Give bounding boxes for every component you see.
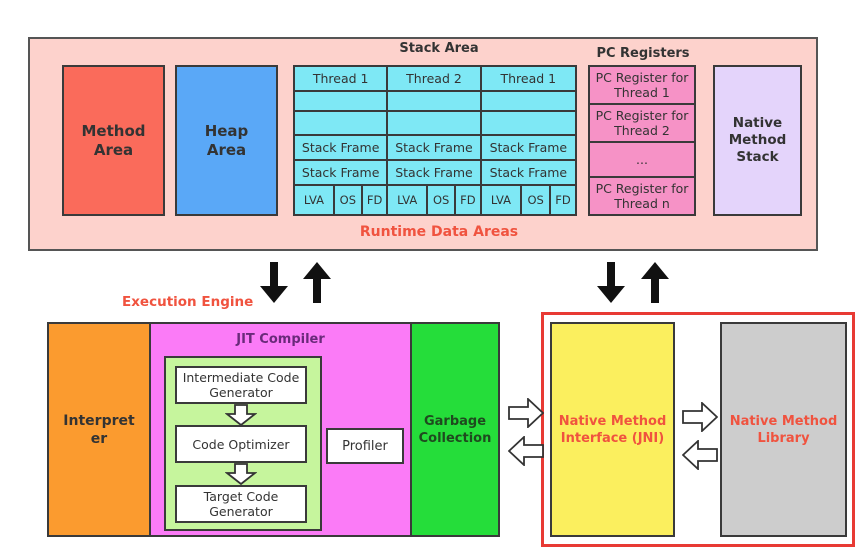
empty-frame-slot (388, 92, 482, 112)
frame-parts: LVA OS FD (295, 186, 389, 214)
intermediate-code-generator: Intermediate Code Generator (175, 366, 307, 404)
stack-frame: Stack Frame (388, 136, 482, 161)
stack-area-title: Stack Area (399, 41, 479, 56)
code-optimizer: Code Optimizer (175, 425, 307, 463)
profiler: Profiler (326, 428, 404, 464)
stack-frame: Stack Frame (295, 136, 389, 161)
arrow-down-icon (260, 262, 288, 303)
hollow-arrow-down-icon (225, 404, 257, 426)
runtime-data-areas-label: Runtime Data Areas (359, 224, 519, 240)
stack-area-grid: Thread 1 Thread 2 Thread 1 Stack Frame S… (293, 65, 577, 216)
frame-part-os: OS (335, 186, 363, 214)
profiler-label: Profiler (342, 438, 388, 454)
stack-frame: Stack Frame (481, 161, 575, 186)
pc-registers-title: PC Registers (596, 46, 690, 61)
native-method-stack-label: Native Method Stack (728, 115, 787, 165)
pc-register-cell: PC Register for Thread 2 (590, 105, 694, 143)
empty-frame-slot (481, 92, 575, 112)
stack-frame: Stack Frame (388, 161, 482, 186)
jit-compiler-title: JIT Compiler (236, 332, 325, 347)
target-code-generator: Target Code Generator (175, 485, 307, 523)
native-method-interface-block: Native Method Interface (JNI) (550, 322, 675, 537)
hollow-arrow-right-icon (508, 398, 544, 428)
native-method-library-label: Native Method Library (729, 413, 838, 446)
stack-frame: Stack Frame (481, 136, 575, 161)
garbage-collection-label: Garbage Collection (418, 413, 492, 446)
pc-registers-block: PC Register for Thread 1 PC Register for… (588, 65, 696, 216)
thread-header: Thread 2 (388, 67, 482, 92)
frame-parts: LVA OS FD (388, 186, 482, 214)
pc-register-ellipsis: ... (590, 143, 694, 178)
frame-part-lva: LVA (295, 186, 335, 214)
jit-pipeline: Intermediate Code Generator Code Optimiz… (164, 356, 322, 531)
frame-part-lva: LVA (388, 186, 429, 214)
jit-compiler-block: JIT Compiler Intermediate Code Generator… (149, 322, 412, 537)
hollow-arrow-down-icon (225, 463, 257, 485)
garbage-collection-block: Garbage Collection (410, 322, 500, 537)
arrow-up-icon (303, 262, 331, 303)
frame-part-os: OS (428, 186, 457, 214)
thread-header: Thread 1 (481, 67, 575, 92)
execution-engine-label: Execution Engine (122, 294, 254, 310)
target-code-generator-label: Target Code Generator (203, 489, 279, 519)
native-method-stack-block: Native Method Stack (713, 65, 802, 216)
empty-frame-slot (295, 92, 389, 112)
frame-part-fd: FD (460, 193, 476, 207)
arrow-down-icon (597, 262, 625, 303)
empty-frame-slot (388, 112, 482, 136)
stack-frame: Stack Frame (295, 161, 389, 186)
frame-part-fd: FD (555, 193, 571, 207)
hollow-arrow-left-icon (682, 440, 718, 470)
thread-header: Thread 1 (295, 67, 389, 92)
intermediate-code-generator-label: Intermediate Code Generator (182, 370, 300, 400)
pc-register-cell: PC Register for Thread n (595, 181, 689, 211)
code-optimizer-label: Code Optimizer (192, 436, 290, 452)
pc-register-cell: PC Register for Thread 1 (590, 67, 694, 105)
hollow-arrow-right-icon (682, 402, 718, 432)
arrow-up-icon (641, 262, 669, 303)
native-highlight-frame (541, 312, 855, 547)
frame-part-lva: LVA (482, 186, 523, 214)
native-method-interface-label: Native Method Interface (JNI) (558, 413, 667, 446)
empty-frame-slot (295, 112, 389, 136)
frame-part-fd: FD (366, 193, 383, 207)
native-method-library-block: Native Method Library (720, 322, 847, 537)
hollow-arrow-left-icon (508, 436, 544, 466)
frame-part-os: OS (522, 186, 551, 214)
frame-parts: LVA OS FD (482, 186, 575, 214)
empty-frame-slot (481, 112, 575, 136)
